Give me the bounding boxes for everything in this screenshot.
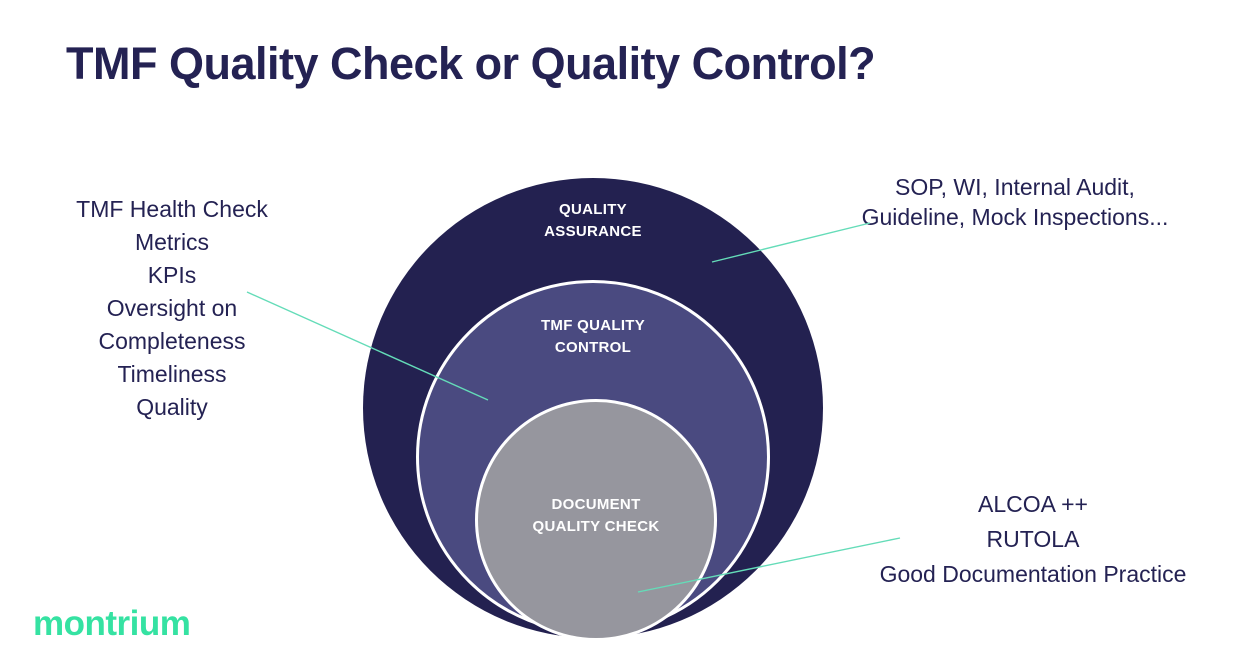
annotation-top-right-line: SOP, WI, Internal Audit, [895,174,1135,200]
quality-assurance-label-line2: ASSURANCE [544,223,642,240]
annotation-bottom-right-line: RUTOLA [986,526,1080,552]
quality-assurance-label: QUALITY ASSURANCE [483,199,703,243]
annotation-left-line: Completeness [98,328,246,354]
annotation-bottom-right: ALCOA ++ RUTOLA Good Documentation Pract… [823,487,1243,592]
quality-assurance-label-line1: QUALITY [559,201,627,218]
page-title: TMF Quality Check or Quality Control? [66,38,876,89]
annotation-left-line: Quality [136,394,208,420]
circle-document-quality-check [475,399,717,641]
annotation-left-line: KPIs [147,262,197,288]
annotation-left-line: TMF Health Check [76,196,268,222]
montrium-logo: montrium [33,604,191,643]
annotation-left-line: Oversight on [106,295,238,321]
annotation-left-line: Metrics [134,229,210,255]
annotation-bottom-right-line: ALCOA ++ [978,491,1088,517]
annotation-left: TMF Health Check Metrics KPIs Oversight … [27,193,317,424]
document-quality-check-label-line2: QUALITY CHECK [532,518,660,535]
annotation-bottom-right-line: Good Documentation Practice [879,561,1187,587]
tmf-quality-control-label-line1: TMF QUALITY [540,317,646,334]
annotation-top-right: SOP, WI, Internal Audit, Guideline, Mock… [800,172,1230,232]
annotation-top-right-line: Guideline, Mock Inspections... [861,204,1169,230]
document-quality-check-label: DOCUMENT QUALITY CHECK [486,494,706,538]
tmf-quality-control-label: TMF QUALITY CONTROL [483,315,703,359]
annotation-left-line: Timeliness [117,361,227,387]
tmf-quality-control-label-line2: CONTROL [554,339,632,356]
document-quality-check-label-line1: DOCUMENT [551,496,641,513]
